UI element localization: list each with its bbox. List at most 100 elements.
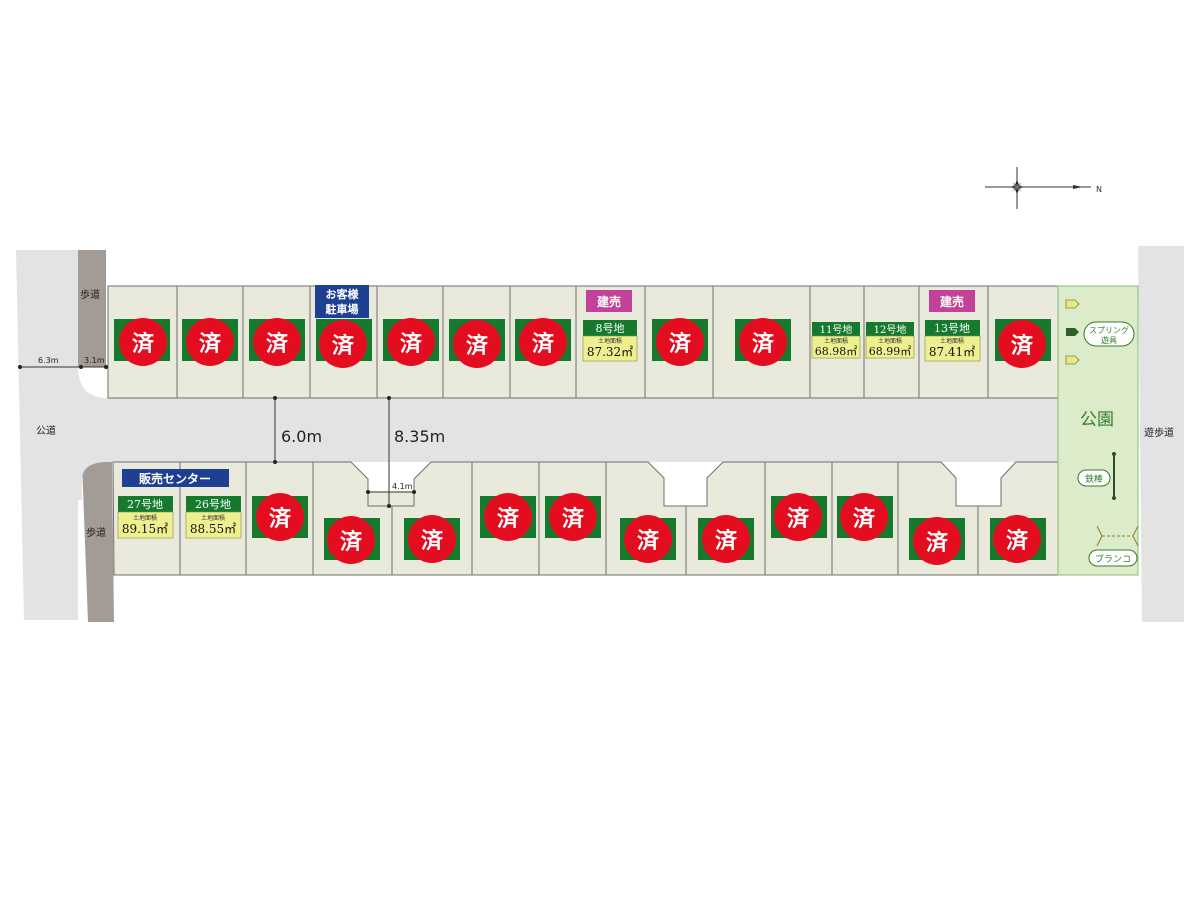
sold-mark: 済 [715, 528, 738, 554]
arrow-icon [1065, 299, 1080, 309]
lot-11-area-caption: 土地面積 [824, 337, 848, 345]
lot-label-12[interactable]: 12号地 土地面積 68.99㎡ [865, 322, 915, 359]
sold-lot-top-2[interactable]: 済 [182, 318, 238, 366]
promenade-label: 遊歩道 [1144, 426, 1174, 439]
sold-mark: 済 [1006, 528, 1029, 554]
interior-road [78, 367, 1058, 500]
arrow-icon [1065, 355, 1080, 365]
sold-lot-bottom-12[interactable]: 済 [909, 517, 965, 565]
lot-label-13[interactable]: 13号地 土地面積 87.41㎡ [924, 320, 981, 362]
sold-mark: 済 [199, 331, 222, 357]
sold-lot-bottom-7[interactable]: 済 [545, 493, 601, 541]
sold-mark: 済 [266, 331, 289, 357]
lot-label-8[interactable]: 8号地 土地面積 87.32㎡ [582, 320, 638, 362]
lot-12-name: 12号地 [874, 323, 907, 336]
sold-mark: 済 [853, 506, 876, 532]
sidewalk-bottom-label: 歩道 [86, 526, 106, 539]
sold-lot-top-14[interactable]: 済 [995, 319, 1051, 368]
compass-rose-icon [985, 167, 1091, 209]
sold-mark: 済 [497, 506, 520, 532]
sold-mark: 済 [637, 528, 660, 554]
sold-lot-bottom-4[interactable]: 済 [324, 516, 380, 564]
customer-parking-line1: お客様 [326, 287, 360, 301]
lot-26-area-caption: 土地面積 [201, 514, 225, 522]
sold-lot-top-6[interactable]: 済 [449, 319, 505, 368]
sold-lot-top-7[interactable]: 済 [515, 318, 571, 366]
badge-ready-built-8[interactable]: 建売 [586, 290, 632, 312]
bottom-notch [367, 491, 415, 507]
lot-8-area-caption: 土地面積 [598, 337, 622, 345]
lot-13-area-caption: 土地面積 [940, 337, 964, 345]
sold-lot-top-10[interactable]: 済 [735, 318, 791, 366]
sold-lot-bottom-9[interactable]: 済 [698, 515, 754, 563]
lot-13-name: 13号地 [934, 322, 970, 335]
lot-label-27[interactable]: 27号地 土地面積 89.15㎡ [117, 496, 174, 539]
sold-mark: 済 [332, 333, 355, 359]
dimension-dots [18, 365, 416, 508]
sidewalk-top-strip [78, 250, 106, 367]
badge-sales-center[interactable]: 販売センター [122, 469, 229, 487]
arrow-icon [1066, 328, 1079, 336]
sold-lot-bottom-3[interactable]: 済 [252, 493, 308, 541]
dim-main-road: 6.0m [281, 427, 322, 446]
ready-built-8-label: 建売 [596, 294, 621, 309]
lot-label-11[interactable]: 11号地 土地面積 68.98㎡ [811, 322, 861, 359]
sold-lot-bottom-8[interactable]: 済 [620, 515, 676, 563]
sold-mark: 済 [466, 333, 489, 359]
public-road-left [16, 250, 78, 620]
dim-notch: 4.1m [392, 482, 413, 491]
sold-markers: 済 済 済 済 済 済 済 [114, 318, 1051, 565]
sold-lot-bottom-5[interactable]: 済 [404, 515, 460, 563]
public-road-label: 公道 [36, 424, 56, 437]
dim-sidewalk: 3.1m [84, 356, 105, 365]
sold-mark: 済 [532, 331, 555, 357]
sold-mark: 済 [787, 506, 810, 532]
dim-public-road: 6.3m [38, 356, 59, 365]
dimension-lines [20, 366, 414, 506]
swing[interactable]: ブランコ [1088, 525, 1139, 567]
sidewalk-top-label: 歩道 [80, 288, 100, 301]
lot-27-area: 89.15㎡ [122, 522, 168, 536]
sold-mark: 済 [269, 506, 292, 532]
lot-11-area: 68.98㎡ [815, 345, 858, 358]
lot-27-area-caption: 土地面積 [133, 514, 157, 522]
sold-mark: 済 [1011, 333, 1034, 359]
sales-center-label: 販売センター [139, 471, 211, 486]
sold-mark: 済 [562, 506, 585, 532]
sold-mark: 済 [132, 331, 155, 357]
compass-north-label: N [1096, 185, 1102, 194]
sold-lot-top-5[interactable]: 済 [383, 318, 439, 366]
spring-play-line1: スプリング [1089, 325, 1129, 335]
swing-icon [1096, 525, 1139, 547]
sold-mark: 済 [421, 528, 444, 554]
lot-8-name: 8号地 [596, 322, 625, 335]
sold-lot-bottom-10[interactable]: 済 [771, 493, 827, 541]
sold-mark: 済 [340, 529, 363, 555]
sold-lot-top-3[interactable]: 済 [249, 318, 305, 366]
lot-label-26[interactable]: 26号地 土地面積 88.55㎡ [185, 496, 242, 539]
sold-lot-top-9[interactable]: 済 [652, 318, 708, 366]
park-title: 公園 [1080, 410, 1114, 430]
lot-26-name: 26号地 [195, 498, 231, 511]
spring-play-equipment[interactable]: スプリング 遊具 [1083, 321, 1135, 347]
dim-wide-road: 8.35m [394, 427, 445, 446]
sold-mark: 済 [400, 331, 423, 357]
badge-customer-parking[interactable]: お客様 駐車場 [315, 285, 369, 318]
ready-built-13-label: 建売 [939, 294, 964, 309]
sold-lot-top-1[interactable]: 済 [114, 318, 170, 366]
sold-lot-bottom-11[interactable]: 済 [837, 493, 893, 541]
iron-bar[interactable]: 鉄棒 [1077, 452, 1116, 500]
sold-lot-top-4[interactable]: 済 [316, 319, 372, 368]
swing-label: ブランコ [1095, 553, 1131, 565]
park-arrows [1065, 299, 1080, 365]
lot-12-area-caption: 土地面積 [878, 337, 902, 345]
sold-lot-bottom-6[interactable]: 済 [480, 493, 536, 541]
sold-lot-bottom-13[interactable]: 済 [990, 515, 1046, 563]
iron-bar-label: 鉄棒 [1085, 473, 1103, 485]
lot-27-name: 27号地 [127, 498, 163, 511]
sold-mark: 済 [669, 331, 692, 357]
badge-ready-built-13[interactable]: 建売 [929, 290, 975, 312]
sidewalk-bottom-strip [82, 462, 114, 622]
